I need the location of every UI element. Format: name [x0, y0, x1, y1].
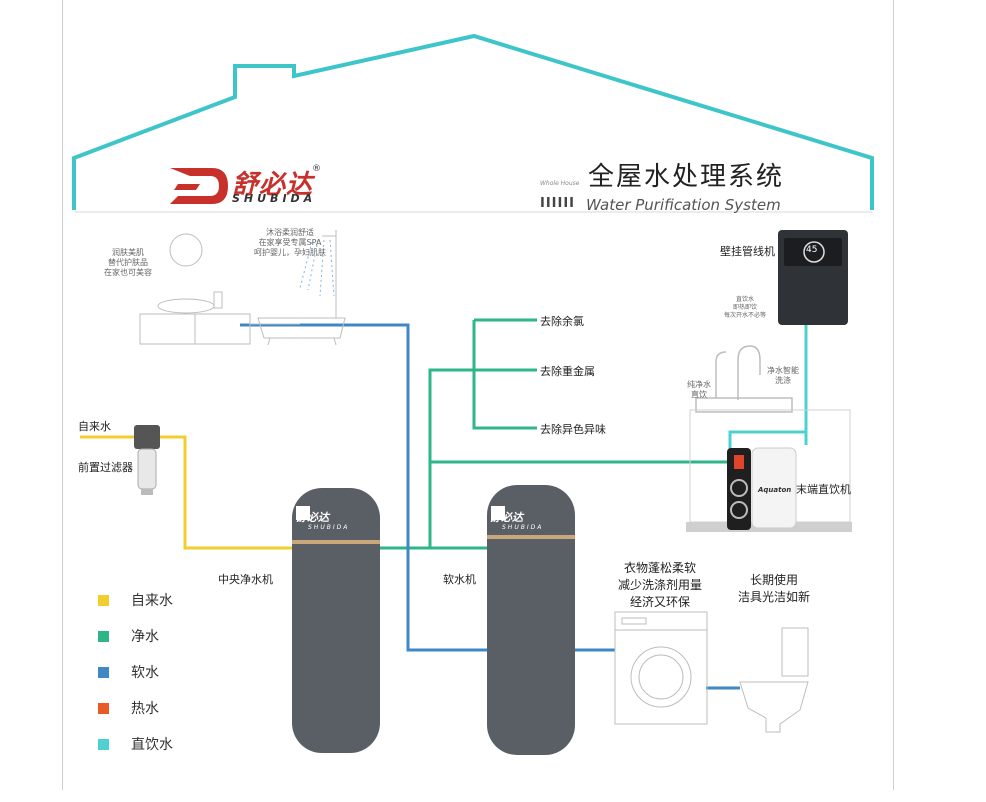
faucet-left-note: 纯净水 直饮: [687, 380, 711, 399]
softener-brand-en: SHUBIDA: [502, 524, 544, 531]
softener-tank: [487, 485, 575, 755]
page-subtitle: Water Purification System: [586, 196, 781, 214]
direct-water-pipe: [728, 325, 808, 452]
purifier-brand: 舒必达: [296, 511, 329, 524]
legend-item: 热水: [98, 690, 173, 726]
wall-unit-note: 直饮水 即热即饮 每次开水不必等: [723, 296, 766, 319]
legend-item: 净水: [98, 618, 173, 654]
sink-illustration: [139, 233, 300, 345]
house-outline: [72, 33, 874, 210]
function-label-odor: 去除异色异味: [540, 423, 606, 436]
toilet-note: 长期使用 洁具光洁如新: [737, 573, 810, 604]
soft-water-pipe: [240, 323, 487, 652]
legend-swatch-pure: [98, 630, 109, 642]
washer-note: 衣物蓬松柔软 减少洗涤剂用量 经济又环保: [617, 561, 702, 609]
drinking-unit-device: [727, 447, 797, 530]
faucet-illustration: [695, 345, 793, 413]
registered-mark: ®: [312, 164, 321, 174]
legend-label: 热水: [131, 701, 159, 717]
legend-swatch-soft: [98, 666, 109, 678]
softener-label: 软水机: [443, 573, 476, 586]
legend: 自来水 净水 软水 热水 直饮水: [98, 582, 173, 762]
toilet-illustration: [739, 627, 809, 733]
brand-name-cn: 舒必达: [232, 170, 314, 200]
legend-swatch-hot: [98, 702, 109, 714]
basin-note: 润肤美肌 替代护肤品 在家也可美容: [104, 248, 152, 277]
softener-brand: 舒必达: [490, 511, 523, 524]
inlet-label: 自来水: [78, 420, 111, 433]
legend-swatch-direct: [98, 738, 109, 750]
wall-unit-label: 壁挂管线机: [720, 245, 775, 258]
washing-machine-illustration: [614, 611, 708, 725]
brand-name-en: SHUBIDA: [232, 192, 317, 205]
shower-note: 沐浴柔润舒适 在家享受专属SPA 呵护婴儿，孕妇肌肤: [254, 228, 326, 257]
legend-label: 软水: [131, 665, 159, 681]
page-title: 全屋水处理系统: [588, 162, 785, 192]
brand-logo-mark: [170, 168, 228, 204]
bathtub-illustration: [257, 230, 346, 346]
central-purifier-tank: [292, 488, 380, 753]
drinking-unit-brand: Aquaton: [758, 486, 792, 494]
drinking-unit-label: 末端直饮机: [796, 483, 851, 496]
legend-item: 直饮水: [98, 726, 173, 762]
wall-unit-display: 45: [806, 245, 818, 255]
poster-sheet: [62, 0, 894, 790]
legend-label: 自来水: [131, 593, 173, 609]
function-label-chlorine: 去除余氯: [540, 315, 584, 328]
legend-label: 直饮水: [131, 737, 173, 753]
function-label-heavy-metal: 去除重金属: [540, 365, 595, 378]
faucet-right-note: 净水智能 洗涤: [767, 366, 799, 385]
purifier-brand-en: SHUBIDA: [308, 524, 350, 531]
legend-swatch-tap: [98, 594, 109, 606]
barcode-glyph: IIIIII: [540, 196, 576, 211]
prefilter-label: 前置过滤器: [78, 461, 133, 474]
prefilter-illustration: [134, 425, 160, 495]
wall-unit-device: [778, 230, 848, 325]
header-small-label: Whole House: [540, 180, 580, 187]
legend-item: 自来水: [98, 582, 173, 618]
central-purifier-label: 中央净水机: [218, 573, 273, 586]
legend-label: 净水: [131, 629, 159, 645]
legend-item: 软水: [98, 654, 173, 690]
